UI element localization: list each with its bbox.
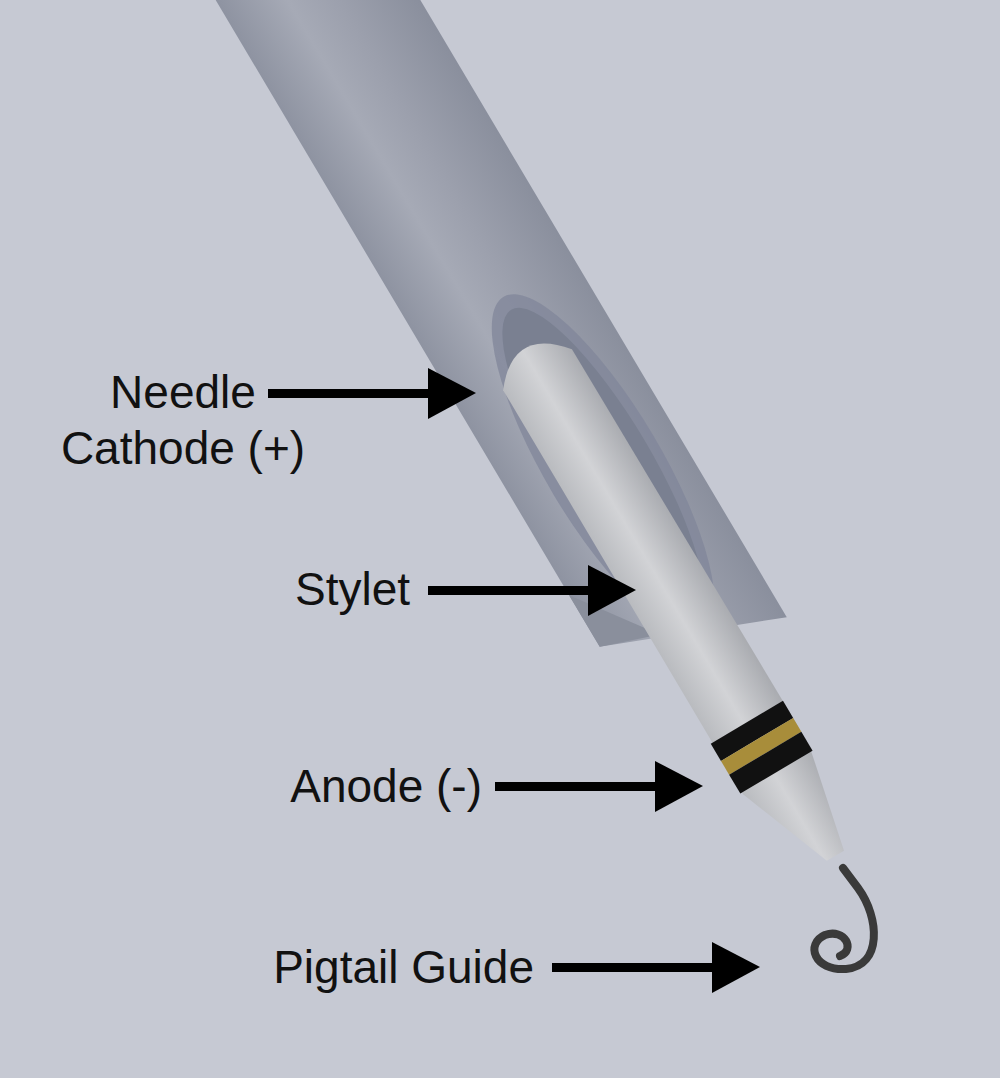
part-label: Anode (-) (290, 758, 482, 814)
part-label: Needle Cathode (+) (28, 364, 338, 476)
pigtail-wire (814, 868, 874, 969)
part-label: Stylet (295, 561, 410, 617)
leader-arrows (268, 368, 760, 993)
part-label: Pigtail Guide (273, 939, 534, 995)
